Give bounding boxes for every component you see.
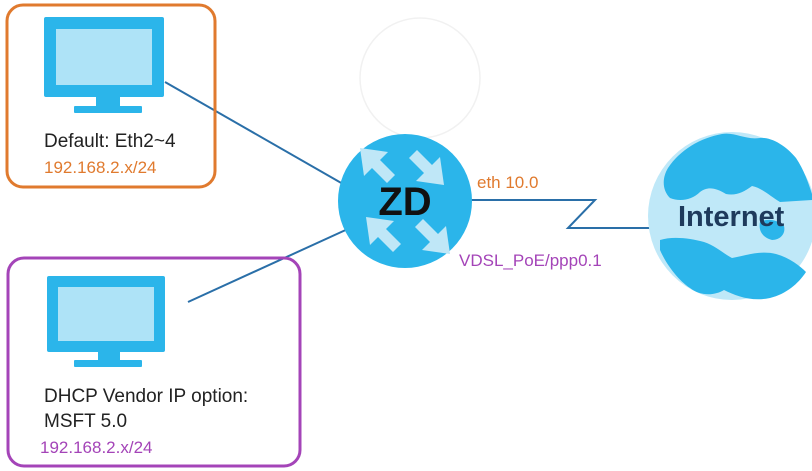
globe-land-south [660,237,806,300]
lan-group-1: Default: Eth2~4 192.168.2.x/24 [5,3,217,189]
internet-label: Internet [678,201,785,233]
router-arrows-icon [360,148,450,254]
lan-group-2-label-line1: DHCP Vendor IP option: [44,386,248,407]
globe-land-north [663,133,812,202]
lan-group-2: DHCP Vendor IP option: MSFT 5.0 192.168.… [6,256,302,468]
router-label: ZD [378,180,431,224]
link-router-internet [462,199,650,229]
globe-icon: Internet [648,132,812,300]
background-circle [359,17,481,139]
globe-land-island [759,219,785,240]
monitor-icon [47,276,165,367]
link-lan2-router [187,227,351,303]
lan-group-2-subnet: 192.168.2.x/24 [40,438,152,457]
lan-group-2-label-line2: MSFT 5.0 [44,411,127,432]
monitor-icon [44,17,164,113]
lan-group-1-border [5,3,217,189]
lan-group-1-label: Default: Eth2~4 [44,131,176,152]
router: ZD [338,134,472,268]
lan-group-2-border [6,256,302,468]
wan-interface-label: eth 10.0 [477,173,538,192]
link-lan1-router [164,81,351,189]
lan-group-1-subnet: 192.168.2.x/24 [44,158,156,177]
wan-connection-label: VDSL_PoE/ppp0.1 [459,251,602,270]
